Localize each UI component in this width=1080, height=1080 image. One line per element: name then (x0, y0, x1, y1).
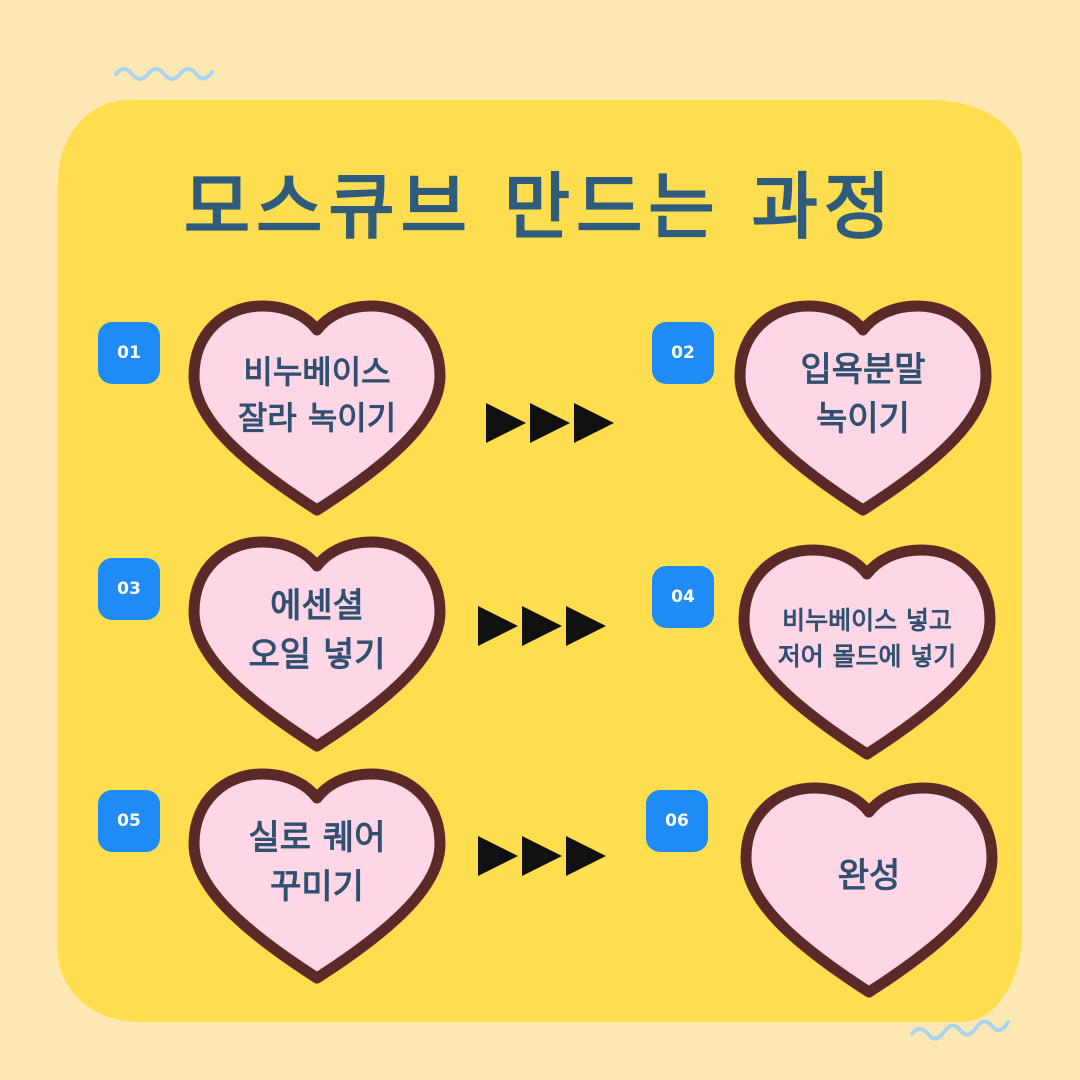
step-label-02: 입욕분말 녹이기 (754, 340, 972, 450)
triple-play-arrow-icon (478, 836, 606, 876)
step-number-badge-06: 06 (646, 790, 708, 852)
heart-icon (188, 536, 446, 752)
step-label-line1: 비누베이스 넣고 (782, 605, 952, 635)
step-label-03: 에센셜 오일 넣기 (208, 576, 426, 686)
step-label-line2: 꾸미기 (270, 867, 364, 907)
step-heart-06: 완성 (738, 780, 1000, 1004)
heart-icon (188, 300, 446, 516)
heart-icon (734, 300, 992, 516)
step-number-badge-02: 02 (652, 322, 714, 384)
step-label-line2: 저어 몰드에 넣기 (777, 642, 957, 671)
squiggle-decoration-bottom (910, 1019, 1010, 1041)
step-heart-05: 실로 퀘어 꾸미기 (186, 766, 448, 990)
step-number-badge-01: 01 (98, 322, 160, 384)
heart-icon (740, 782, 998, 998)
step-number-badge-04: 04 (652, 566, 714, 628)
step-heart-02: 입욕분말 녹이기 (732, 298, 994, 522)
squiggle-decoration-top (114, 67, 214, 81)
step-heart-01: 비누베이스 잘라 녹이기 (186, 298, 448, 522)
step-label-line1: 실로 퀘어 (248, 817, 386, 858)
heart-icon (738, 544, 996, 760)
step-number-badge-03: 03 (98, 558, 160, 620)
triple-play-arrow-icon (486, 403, 614, 443)
page-title: 모스큐브 만드는 과정 (183, 165, 897, 249)
step-label-line2: 오일 넣기 (248, 635, 386, 675)
heart-icon (188, 768, 446, 984)
triple-play-arrow-icon (478, 606, 606, 646)
step-label-06: 완성 (760, 822, 978, 932)
step-label-line1: 비누베이스 (243, 352, 391, 391)
step-heart-04: 비누베이스 넣고 저어 몰드에 넣기 (736, 542, 998, 766)
step-label-line2: 잘라 녹이기 (237, 399, 397, 437)
step-number-badge-05: 05 (98, 790, 160, 852)
step-label-line1: 입욕분말 (800, 349, 926, 390)
step-label-line2: 녹이기 (816, 399, 910, 439)
step-heart-03: 에센셜 오일 넣기 (186, 534, 448, 758)
step-label-line1: 에센셜 (270, 585, 364, 626)
step-label-04: 비누베이스 넣고 저어 몰드에 넣기 (744, 584, 990, 694)
step-label-05: 실로 퀘어 꾸미기 (208, 808, 426, 918)
step-label-line1: 완성 (837, 856, 901, 897)
step-label-01: 비누베이스 잘라 녹이기 (208, 340, 426, 450)
